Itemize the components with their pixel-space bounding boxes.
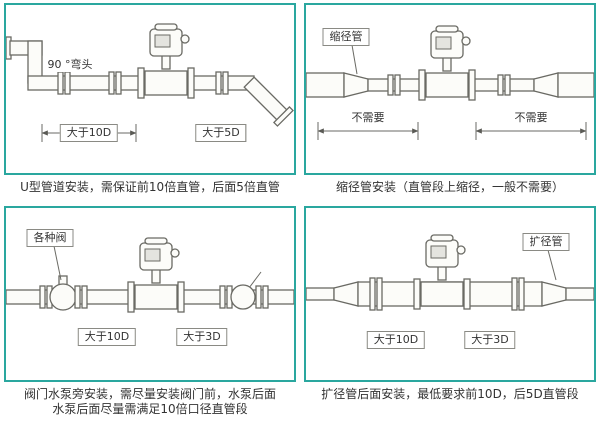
elbow-90-shape xyxy=(6,36,43,84)
label-dim-3d: 大于3D xyxy=(464,331,516,349)
flange-pairs xyxy=(387,74,511,96)
label-expander: 扩径管 xyxy=(522,233,570,251)
label-dim-10d: 大于10D xyxy=(77,328,137,346)
leader-line-reducer xyxy=(351,44,358,75)
pipe-left-narrow xyxy=(306,287,335,301)
pipe-right-large xyxy=(557,72,594,98)
flowmeter-symbol xyxy=(413,234,471,310)
panel-reducer-box: 缩径管 不需要 不需要 xyxy=(304,3,596,175)
caption-u-type: U型管道安装，需保证前10倍直管，后面5倍直管 xyxy=(20,180,280,194)
reducer-cone-left xyxy=(343,72,369,98)
expander-cone-right xyxy=(541,281,567,307)
flowmeter-symbol xyxy=(127,237,185,313)
expander-cone-left xyxy=(333,281,359,307)
label-dim-10d: 大于10D xyxy=(59,124,119,142)
flange-pairs xyxy=(369,277,525,311)
diagram-u-type xyxy=(6,23,294,142)
pipe-left-large xyxy=(306,72,345,98)
leader-line-expander xyxy=(547,249,557,281)
label-elbow: 90 °弯头 xyxy=(45,58,95,72)
caption-expander: 扩径管后面安装，最低要求前10D，后5D直管段 xyxy=(321,387,579,401)
label-not-needed-left: 不需要 xyxy=(349,111,387,125)
label-not-needed-right: 不需要 xyxy=(512,111,550,125)
label-dim-10d: 大于10D xyxy=(366,331,426,349)
panel-valve-pump: 各种阀 大于10D 大于3D 阀门水泵旁安装，需尽量安装阀门前，水泵后面 水泵后… xyxy=(0,200,300,429)
flowmeter-symbol xyxy=(418,25,476,101)
dimension-left xyxy=(317,122,419,140)
panel-u-type-box: 90 °弯头 大于10D 大于5D xyxy=(4,3,296,175)
diagram-valve-pump xyxy=(6,237,294,346)
panel-valve-pump-box: 各种阀 大于10D 大于3D xyxy=(4,206,296,382)
reducer-cone-right xyxy=(533,72,559,98)
panel-expander-box: 扩径管 大于10D 大于3D xyxy=(304,206,596,382)
flowmeter-symbol xyxy=(137,23,195,99)
panel-u-type: 90 °弯头 大于10D 大于5D U型管道安装，需保证前10倍直管，后面5倍直… xyxy=(0,0,300,200)
panel-expander: 扩径管 大于10D 大于3D 扩径管后面安装，最低要求前10D，后5D直管段 xyxy=(300,200,600,429)
valve-right xyxy=(219,271,269,310)
valve-left xyxy=(39,275,88,311)
pipe-right-narrow xyxy=(565,287,594,301)
leader-line-valve xyxy=(53,245,62,281)
label-reducer: 缩径管 xyxy=(322,28,370,46)
label-dim-3d: 大于3D xyxy=(176,328,228,346)
diagram-reducer xyxy=(306,25,594,140)
panel-reducer: 缩径管 不需要 不需要 缩径管安装（直管段上缩径，一般不需要） xyxy=(300,0,600,200)
right-elbow-shape xyxy=(243,76,294,127)
dimension-right xyxy=(475,122,587,140)
flange-pairs xyxy=(57,71,229,95)
caption-reducer: 缩径管安装（直管段上缩径，一般不需要） xyxy=(335,180,564,194)
caption-valve-pump: 阀门水泵旁安装，需尽量安装阀门前，水泵后面 水泵后面尽量需满足10倍口径直管段 xyxy=(23,387,276,416)
label-valves: 各种阀 xyxy=(26,229,74,247)
label-dim-5d: 大于5D xyxy=(195,124,247,142)
